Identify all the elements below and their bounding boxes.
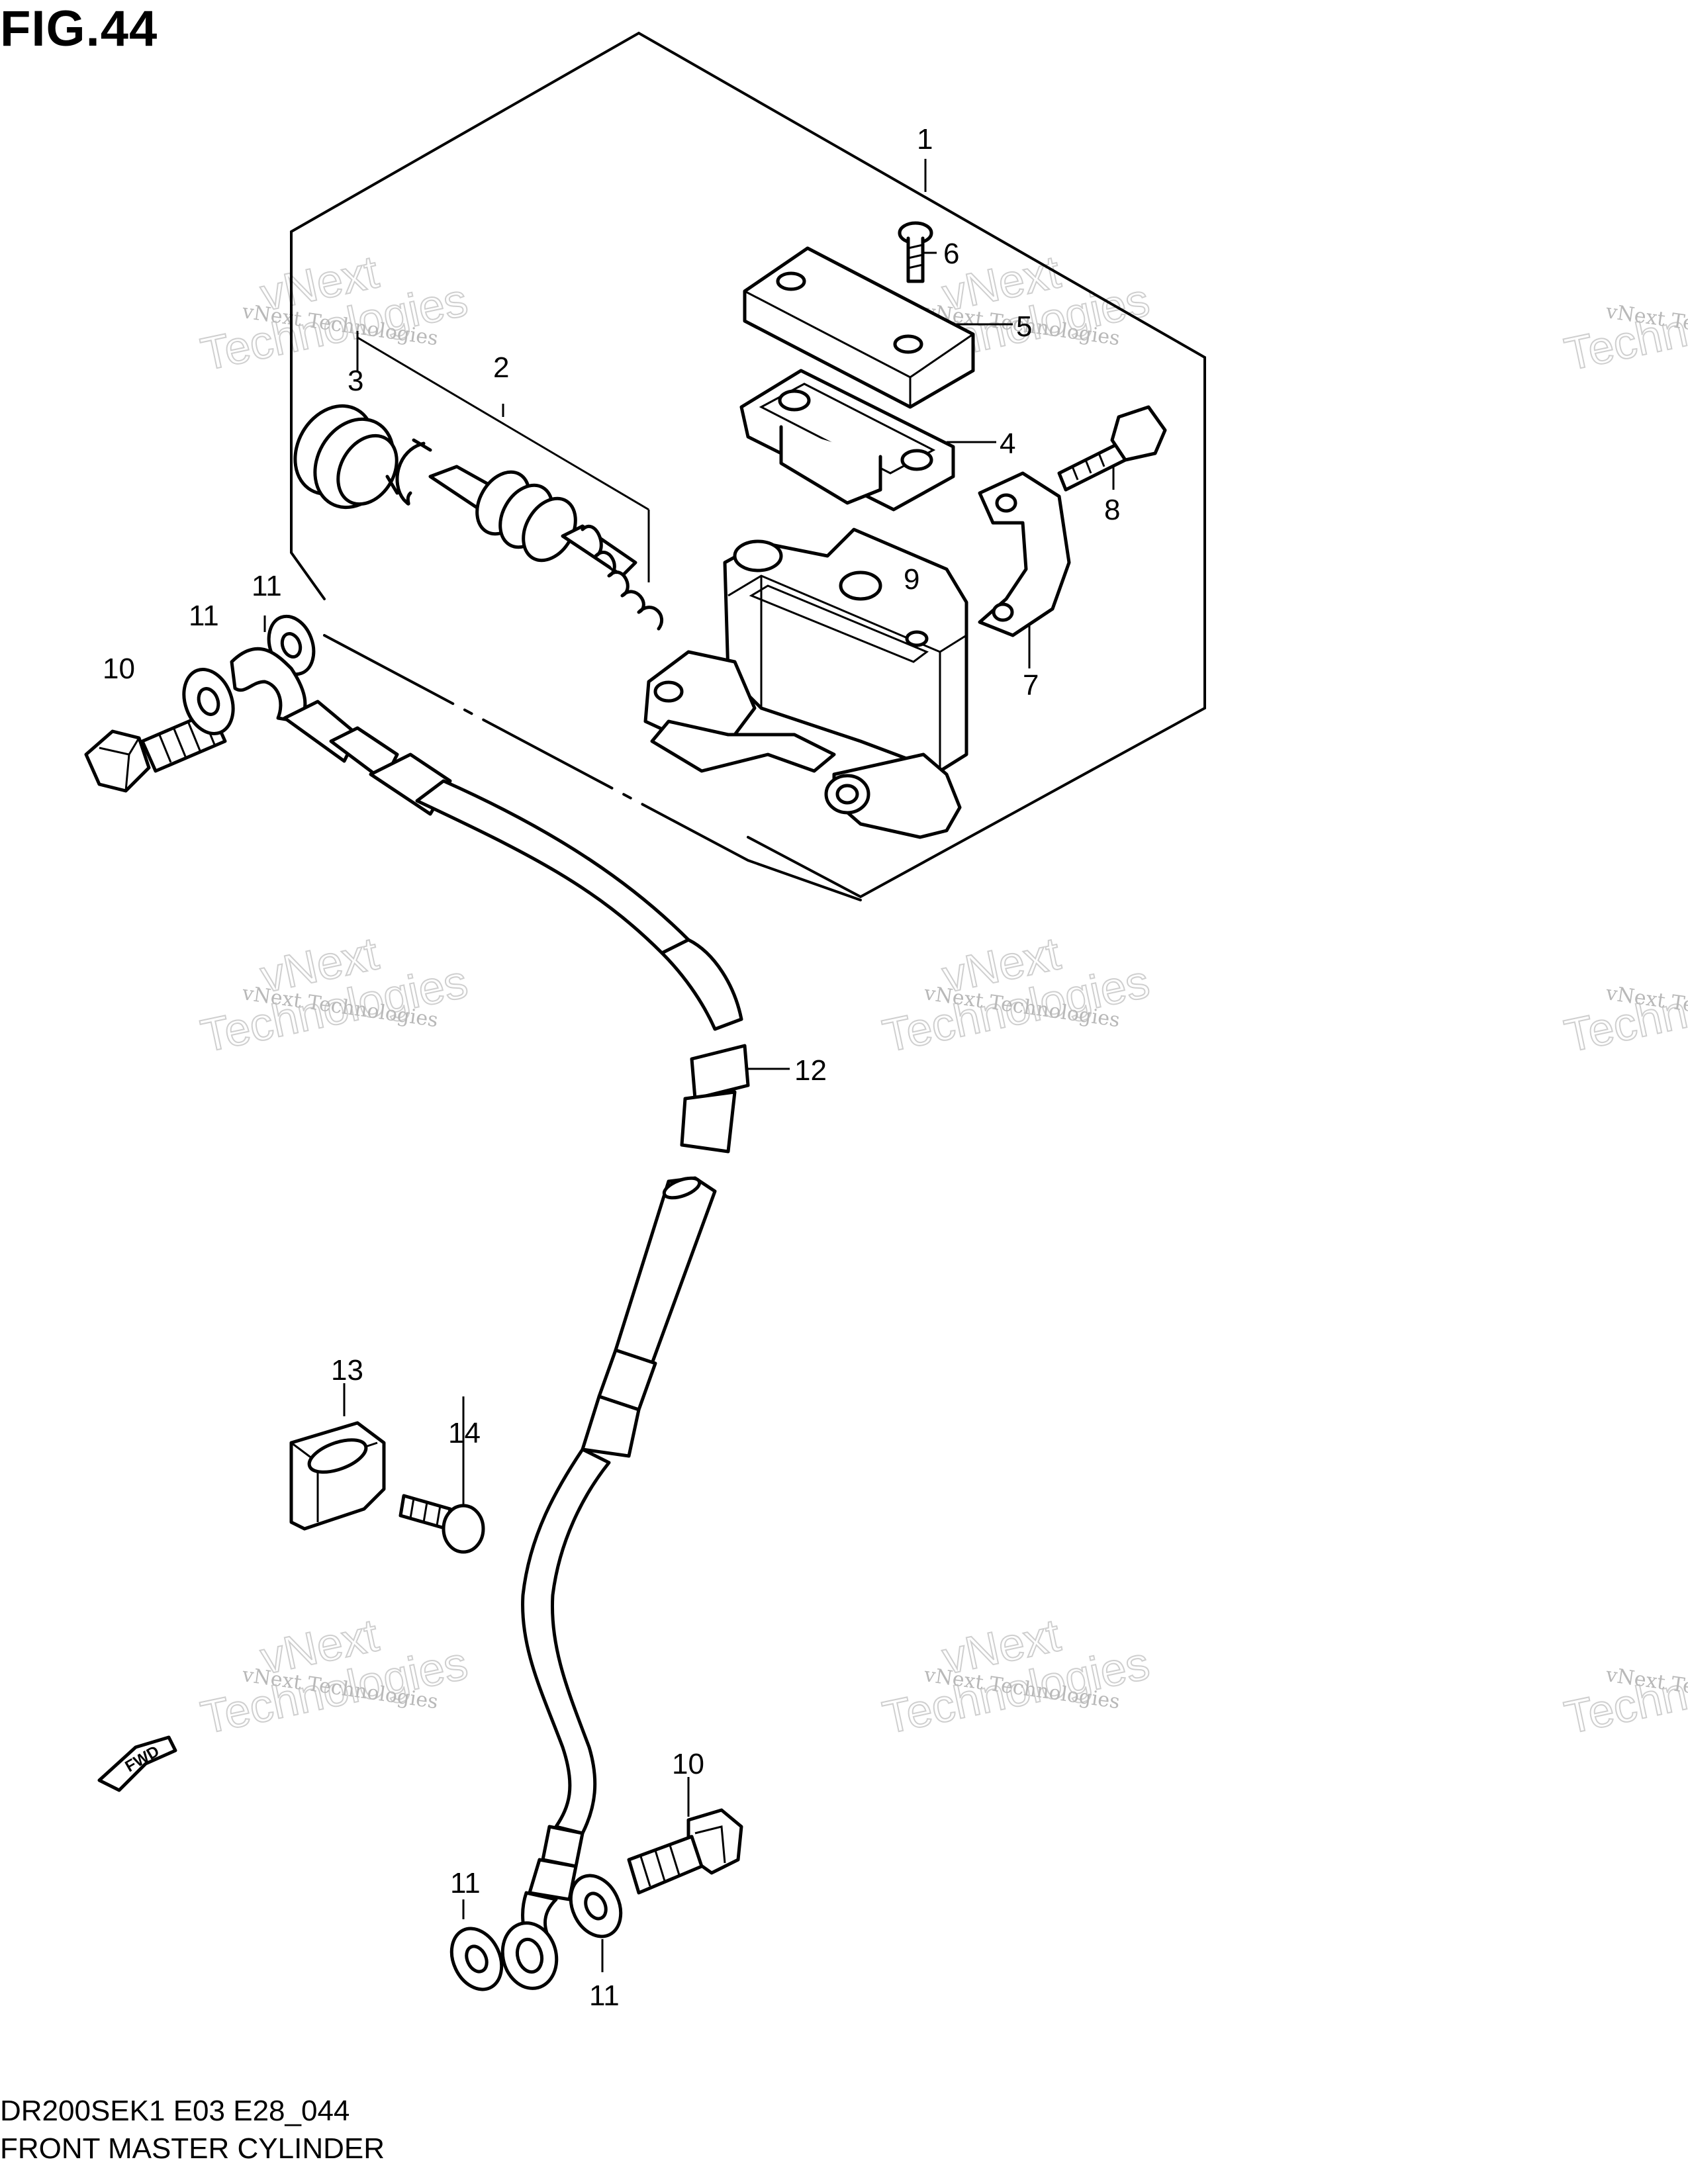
dust-boot bbox=[293, 404, 399, 510]
callout-11-b: 11 bbox=[189, 600, 219, 632]
brake-hose bbox=[230, 647, 750, 1990]
callout-5: 5 bbox=[1016, 310, 1032, 343]
clamp-screw bbox=[399, 1494, 485, 1554]
fwd-arrow-icon: FWD bbox=[97, 1735, 177, 1792]
watermark: Technologies vNext Technologies bbox=[1560, 954, 1688, 1062]
watermark: Technologies vNext vNext Technologies bbox=[196, 1608, 473, 1744]
watermark: Technologies vNext Technologies bbox=[1560, 273, 1688, 381]
callout-8: 8 bbox=[1104, 494, 1120, 526]
cap-screw bbox=[898, 221, 933, 283]
watermark: Technologies vNext vNext Technologies bbox=[878, 927, 1154, 1062]
diaphragm bbox=[739, 369, 955, 512]
holder-clamp bbox=[978, 471, 1071, 637]
footer-code: DR200SEK1 E03 E28_044 bbox=[0, 2095, 350, 2127]
hose-clamp bbox=[289, 1421, 386, 1531]
callout-7: 7 bbox=[1023, 669, 1039, 702]
figure-title: FIG.44 bbox=[0, 1, 158, 57]
watermark: Technologies vNext vNext Technologies bbox=[196, 245, 473, 381]
watermark: Technologies vNext Technologies bbox=[1560, 1636, 1688, 1744]
callout-10-b: 10 bbox=[672, 1748, 704, 1780]
washer-lower-right bbox=[569, 1874, 623, 1938]
footer-name: FRONT MASTER CYLINDER bbox=[0, 2132, 385, 2165]
banjo-bolt-lower bbox=[627, 1808, 743, 1895]
callout-11-a: 11 bbox=[252, 570, 282, 602]
callout-12: 12 bbox=[794, 1054, 827, 1087]
callout-2: 2 bbox=[493, 351, 509, 384]
callout-11-c: 11 bbox=[450, 1867, 481, 1899]
callout-11-d: 11 bbox=[589, 1979, 620, 2012]
holder-bolt bbox=[1057, 405, 1167, 492]
master-cylinder-body bbox=[643, 527, 968, 839]
callout-6: 6 bbox=[943, 238, 959, 270]
assembly-outline bbox=[290, 31, 1206, 899]
assembly-outline-lower bbox=[323, 634, 862, 901]
piston-assembly bbox=[428, 465, 664, 631]
watermark: Technologies vNext vNext Technologies bbox=[196, 927, 473, 1062]
washer-lower-left bbox=[449, 1927, 504, 1991]
callout-13: 13 bbox=[331, 1354, 363, 1387]
watermark: Technologies vNext vNext Technologies bbox=[878, 1608, 1154, 1744]
callouts: 1 6 5 3 2 4 8 9 7 11 11 10 12 13 14 10 1… bbox=[103, 123, 1120, 2012]
callout-3: 3 bbox=[348, 365, 363, 397]
washer-upper-left bbox=[182, 668, 235, 735]
callout-9: 9 bbox=[904, 563, 919, 596]
callout-1: 1 bbox=[917, 123, 933, 156]
callout-14: 14 bbox=[448, 1417, 481, 1449]
callout-4: 4 bbox=[1000, 428, 1015, 460]
callout-10-a: 10 bbox=[103, 653, 135, 685]
reservoir-cap bbox=[743, 246, 975, 409]
circlip bbox=[385, 438, 432, 506]
